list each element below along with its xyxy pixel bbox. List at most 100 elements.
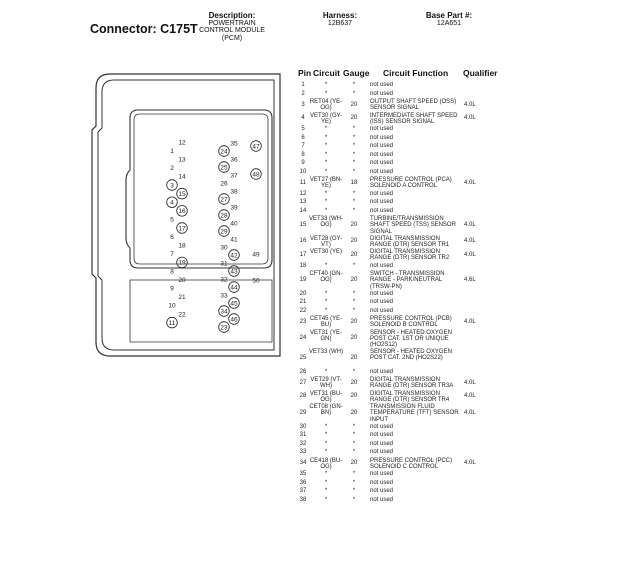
function-cell: not used (370, 134, 394, 141)
pin-label: 13 (178, 157, 186, 164)
function-cell: not used (370, 423, 394, 430)
pin-marker: 42 (228, 249, 240, 261)
circuit-cell: * (324, 368, 328, 375)
pin-label: 39 (230, 204, 238, 211)
pin-marker: 45 (228, 297, 240, 309)
pin-cell: 11 (299, 179, 307, 186)
pin-circle (218, 305, 230, 317)
pin-label: 49 (252, 251, 260, 258)
pin-cell: 31 (299, 432, 307, 438)
circuit-cell: * (324, 307, 328, 314)
pin-label: 25 (220, 164, 228, 171)
pin-cell: 8 (301, 151, 305, 158)
circuit-cell: * (324, 262, 328, 269)
pin-marker: 26 (220, 180, 228, 187)
base-part-block: Base Part #: 12A651 (414, 12, 484, 27)
gauge-cell: * (352, 488, 356, 494)
pin-label: 21 (178, 294, 186, 301)
pin-circle (250, 140, 262, 152)
circuit-cell: VET33 (WH-OG) (308, 216, 343, 229)
pin-label: 36 (230, 156, 238, 163)
qualifier-cell: 4.0L (464, 179, 476, 186)
gauge-cell: * (352, 207, 356, 214)
pin-marker: 11 (166, 316, 178, 329)
gauge-cell: 20 (350, 101, 358, 108)
qualifier-cell: 4.0L (464, 238, 476, 245)
circuit-cell: * (324, 143, 328, 149)
pins-layer: 1211321431541651761871982092110221135243… (166, 139, 262, 333)
function-cell: not used (370, 160, 394, 166)
pin-circle (218, 145, 230, 157)
pin-cell: 12 (299, 190, 307, 197)
function-cell: not used (370, 432, 394, 438)
pin-marker: 40 (230, 220, 238, 227)
circuit-cell: * (324, 207, 328, 214)
gauge-cell: * (352, 262, 356, 269)
pin-cell: 6 (301, 134, 305, 141)
pin-cell: 7 (301, 143, 305, 149)
gauge-cell: 20 (350, 409, 358, 416)
gauge-cell: * (352, 160, 356, 166)
pin-cell: 29 (299, 409, 307, 416)
pin-label: 26 (220, 180, 228, 187)
gauge-cell: 20 (350, 115, 358, 122)
circuit-cell: * (324, 168, 328, 175)
pin-label: 37 (230, 172, 238, 179)
connector-outline (91, 73, 281, 357)
pin-marker: 16 (176, 205, 188, 217)
pin-label: 9 (170, 286, 174, 293)
pin-marker: 43 (228, 265, 240, 277)
function-cell: not used (370, 126, 394, 132)
pin-circle (218, 161, 230, 173)
function-cell: TURBINE/TRANSMISSION SHAFT SPEED (TSS) S… (370, 216, 456, 235)
pin-label: 34 (220, 308, 228, 315)
qualifier-cell: 4.0L (464, 379, 476, 386)
pin-label: 11 (169, 320, 176, 327)
gauge-cell: 20 (350, 335, 358, 342)
qualifier-cell: 4.0L (464, 221, 476, 228)
function-cell: not used (370, 82, 394, 88)
pin-label: 5 (170, 217, 174, 224)
base-part-label: Base Part #: (425, 11, 473, 20)
function-cell: PRESSURE CONTROL (PCB) SOLENOID B CONTRO… (370, 316, 452, 329)
function-cell: not used (370, 199, 394, 205)
pin-marker: 41 (230, 236, 238, 243)
gauge-cell: 20 (350, 393, 358, 400)
pin-circle (176, 187, 188, 200)
pin-label: 4 (170, 200, 174, 207)
circuit-cell: VET28 (GY-VT) (309, 235, 343, 248)
gauge-cell: * (352, 471, 356, 477)
gauge-cell: * (352, 82, 356, 88)
pin-marker: 48 (250, 168, 262, 180)
harness-value: 12B637 (327, 19, 353, 27)
function-cell: SENSOR - HEATED OXYGEN POST CAT. 2ND (HO… (370, 349, 452, 362)
pin-marker: 31 (220, 260, 228, 267)
pin-marker: 47 (250, 140, 262, 152)
pin-label: 46 (230, 316, 238, 323)
pin-label: 30 (220, 244, 228, 251)
function-cell: not used (370, 290, 394, 297)
pin-marker: 1 (170, 148, 174, 155)
pin-cell: 25 (299, 354, 307, 361)
connector-inner-outline (97, 79, 275, 351)
gauge-cell: * (352, 479, 356, 486)
function-cell: not used (370, 471, 394, 477)
function-cell: SENSOR - HEATED OXYGEN POST CAT. 1ST OR … (370, 329, 452, 349)
circuit-cell: CET45 (YE-BU) (309, 316, 343, 329)
circuit-cell: * (324, 432, 328, 438)
circuit-cell: VET27 (BN-YE) (309, 177, 343, 190)
pin-cell: 34 (299, 460, 307, 467)
circuit-cell: * (324, 423, 328, 430)
pin-label: 7 (170, 251, 174, 258)
connector-cavity-inner (133, 113, 269, 265)
pin-label: 16 (178, 208, 186, 215)
pin-label: 8 (170, 268, 174, 275)
pin-cell: 36 (299, 479, 307, 486)
pin-circle (218, 193, 230, 205)
pin-cell: 20 (299, 290, 307, 297)
pin-marker: 15 (176, 187, 188, 200)
circuit-cell: * (324, 479, 328, 486)
function-cell: PRESSURE CONTROL (PCA) SOLENOID A CONTRO… (370, 177, 452, 190)
pin-circle (218, 209, 230, 221)
pin-marker: 30 (220, 244, 228, 251)
